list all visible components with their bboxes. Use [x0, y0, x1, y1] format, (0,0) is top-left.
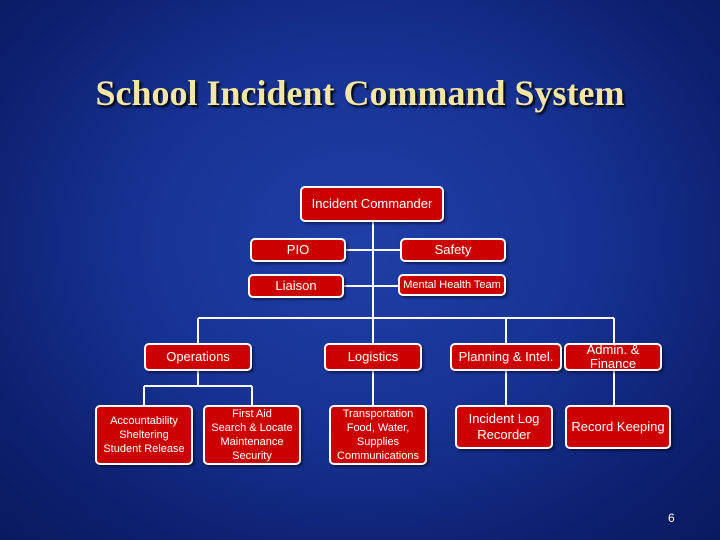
logistics-box: Logistics [324, 343, 422, 371]
accountability-line-1: Accountability [110, 415, 178, 427]
planning-box: Planning & Intel. [450, 343, 562, 371]
accountability-line-2: Sheltering [119, 429, 169, 441]
transportation-line-1: Transportation [342, 408, 414, 420]
page-number: 6 [668, 511, 675, 525]
first-aid-line-4: Security [232, 450, 272, 462]
slide-title: School Incident Command System [95, 73, 625, 113]
first-aid-box: First Aid Search & Locate Maintenance Se… [203, 405, 301, 465]
transportation-line-2: Food, Water, [346, 422, 410, 434]
pio-box: PIO [250, 238, 346, 262]
transportation-line-3: Supplies [356, 436, 400, 448]
incident-commander-label: Incident Commander [311, 196, 433, 211]
accountability-line-3: Student Release [103, 443, 185, 455]
transportation-line-4: Communications [337, 450, 419, 462]
transportation-box: Transportation Food, Water, Supplies Com… [329, 405, 427, 465]
record-keeping-box: Record Keeping [565, 405, 671, 449]
incident-log-line-1: Incident Log [468, 411, 540, 426]
first-aid-line-1: First Aid [232, 408, 272, 420]
incident-log-line-2: Recorder [477, 427, 531, 442]
liaison-label: Liaison [275, 278, 317, 293]
planning-label: Planning & Intel. [458, 349, 554, 364]
admin-box: Admin. & Finance [564, 343, 662, 371]
accountability-box: Accountability Sheltering Student Releas… [95, 405, 193, 465]
first-aid-line-2: Search & Locate [211, 422, 293, 434]
pio-label: PIO [286, 242, 310, 257]
safety-label: Safety [434, 242, 472, 257]
first-aid-line-3: Maintenance [220, 436, 284, 448]
incident-log-box: Incident Log Recorder [455, 405, 553, 449]
incident-commander-box: Incident Commander [300, 186, 444, 222]
liaison-box: Liaison [248, 274, 344, 298]
operations-label: Operations [166, 349, 230, 364]
mental-health-label: Mental Health Team [403, 279, 501, 291]
record-keeping-label: Record Keeping [571, 419, 665, 434]
safety-box: Safety [400, 238, 506, 262]
admin-label: Admin. & Finance [586, 342, 640, 371]
mental-health-box: Mental Health Team [398, 274, 506, 296]
logistics-label: Logistics [347, 349, 399, 364]
operations-box: Operations [144, 343, 252, 371]
